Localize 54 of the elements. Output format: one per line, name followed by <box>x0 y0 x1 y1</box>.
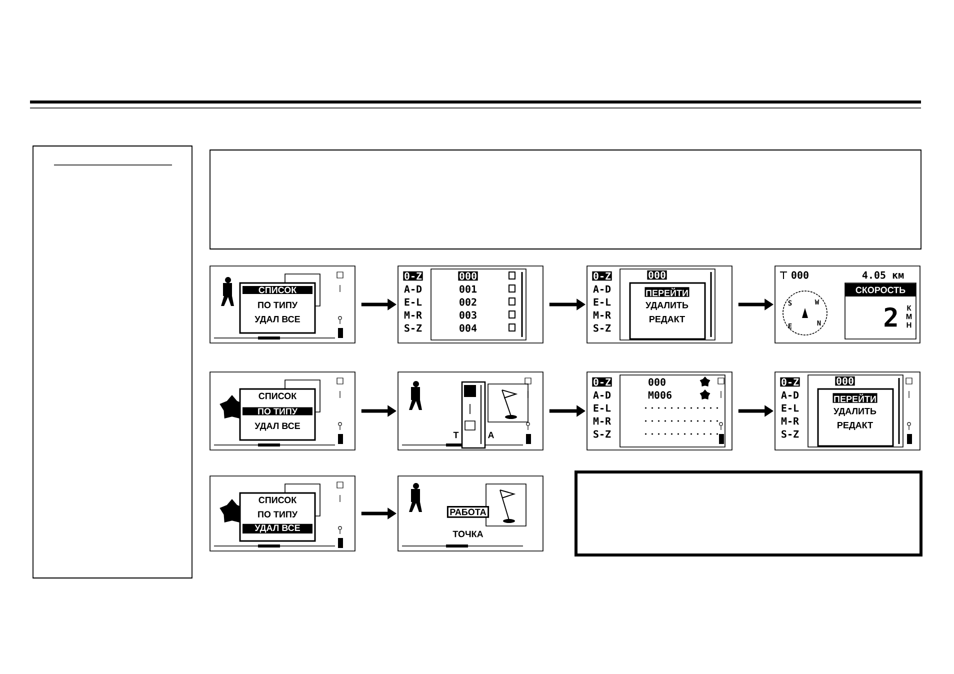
list-label: A-D <box>593 391 611 399</box>
title-text: Т <box>453 432 459 438</box>
list-label: A-D <box>404 285 422 293</box>
menu-item: УДАЛИТЬ <box>834 408 876 416</box>
list-label: 0-Z <box>780 377 800 387</box>
menu-item: РЕДАКТ <box>838 422 873 430</box>
menu-item: ПЕРЕЙТИ <box>644 287 690 297</box>
title-text: А <box>488 432 494 438</box>
waypoint-number: 000 <box>648 378 666 386</box>
waypoint-number: 000 <box>647 270 667 280</box>
waypoint-number: 002 <box>460 298 476 306</box>
list-label: S-Z <box>594 430 611 438</box>
speed-header: СКОРОСТЬ <box>845 284 916 296</box>
menu-item: УДАЛ ВСЕ <box>242 524 312 534</box>
menu-item: РЕДАКТ <box>650 316 685 324</box>
distance-value: 4.05 км <box>862 271 904 279</box>
menu-item: УДАЛ ВСЕ <box>254 316 300 324</box>
menu-item: УДАЛИТЬ <box>646 302 688 310</box>
menu-item: ПО ТИПУ <box>258 511 298 518</box>
list-label: S-Z <box>404 324 422 332</box>
speed-value: 2 <box>884 307 897 327</box>
list-label: E-L <box>404 298 422 306</box>
list-label: A-D <box>593 285 611 293</box>
waypoint-number: 004 <box>460 324 477 332</box>
menu-item: УДАЛ ВСЕ <box>254 422 300 431</box>
info-box <box>210 150 922 250</box>
title-text: ТОЧКА <box>452 530 484 538</box>
menu-item: ПЕРЕЙТИ <box>832 393 878 403</box>
list-label: M-R <box>404 311 422 319</box>
selected-item: РАБОТА <box>446 506 490 518</box>
waypoint-number: 001 <box>460 285 477 293</box>
waypoint-number: 003 <box>460 311 476 319</box>
waypoint-number: 000 <box>792 271 808 279</box>
menu-item: СПИСОК <box>258 392 297 400</box>
list-label: 0-Z <box>592 377 612 387</box>
list-label: A-D <box>781 391 799 399</box>
menu-item: СПИСОК <box>242 286 312 294</box>
list-label: 0-Z <box>592 271 612 281</box>
list-label: S-Z <box>782 430 799 438</box>
menu-item: СПИСОК <box>258 496 297 504</box>
list-label: M-R <box>781 417 800 425</box>
note-box <box>574 470 922 556</box>
waypoint-number: M006 <box>648 391 672 399</box>
list-label: E-L <box>782 404 799 412</box>
list-label: E-L <box>594 298 611 306</box>
sidebar-box <box>32 146 192 578</box>
menu-item: ПО ТИПУ <box>258 302 298 308</box>
list-label: M-R <box>593 311 612 319</box>
list-label: S-Z <box>594 324 611 332</box>
list-label: E-L <box>594 404 611 412</box>
list-label: 0-Z <box>403 271 423 281</box>
waypoint-number: 000 <box>835 376 855 386</box>
list-label: M-R <box>593 417 612 425</box>
waypoint-number: 000 <box>458 271 478 281</box>
